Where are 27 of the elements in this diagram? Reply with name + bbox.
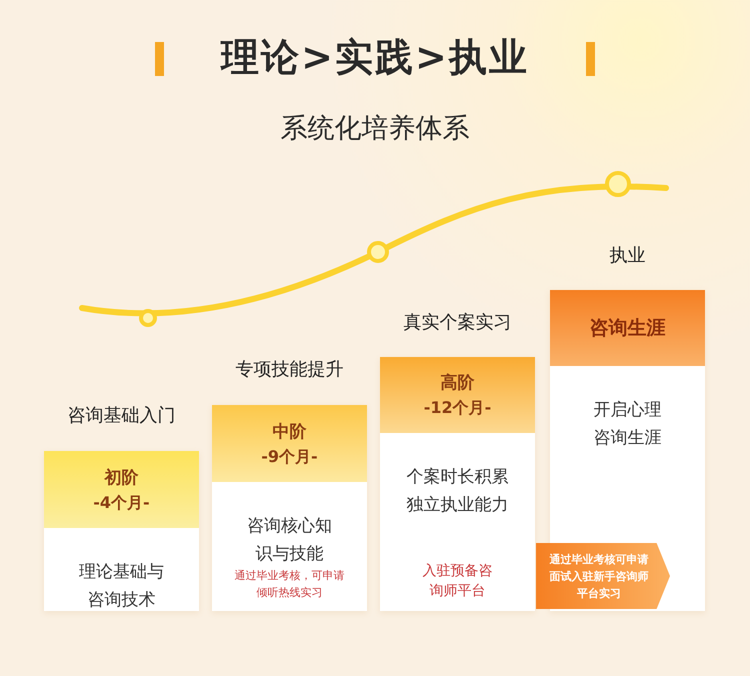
card-header bbox=[44, 451, 199, 528]
card-header bbox=[380, 357, 535, 433]
note-text: 通过毕业考核，可申请倾听热线实习 bbox=[233, 568, 346, 601]
stage-label: 真实个案实习 bbox=[402, 311, 512, 334]
stage-card bbox=[212, 405, 367, 611]
stage-label: 专项技能提升 bbox=[234, 358, 344, 381]
stage-card bbox=[380, 357, 535, 611]
level-title: 高阶 bbox=[440, 372, 474, 394]
stage-label: 执业 bbox=[608, 244, 646, 267]
stage-card bbox=[44, 451, 199, 611]
level-title: 中阶 bbox=[272, 420, 306, 442]
title: 理论>实践>执业 bbox=[219, 34, 530, 81]
stage-label: 咨询基础入门 bbox=[66, 404, 176, 427]
duration-text: -9个月- bbox=[261, 446, 318, 468]
level-title: 咨询生涯 bbox=[590, 316, 666, 341]
note-text: 入驻预备咨询师平台 bbox=[421, 562, 494, 601]
level-title: 初阶 bbox=[104, 466, 138, 488]
card-header bbox=[550, 290, 705, 366]
card-description: 个案时长积累独立执业能力 bbox=[405, 466, 510, 517]
arrow-banner: 通过毕业考核可申请面试入驻新手咨询师平台实习 bbox=[536, 543, 670, 609]
card-header bbox=[212, 405, 367, 482]
card-description: 理论基础与咨询技术 bbox=[78, 561, 165, 612]
card-description: 开启心理咨询生涯 bbox=[592, 399, 662, 450]
card-description: 咨询核心知识与技能 bbox=[246, 515, 333, 566]
subtitle: 系统化培养体系 bbox=[280, 112, 470, 146]
duration-text: -12个月- bbox=[424, 398, 492, 419]
duration-text: -4个月- bbox=[93, 492, 150, 514]
